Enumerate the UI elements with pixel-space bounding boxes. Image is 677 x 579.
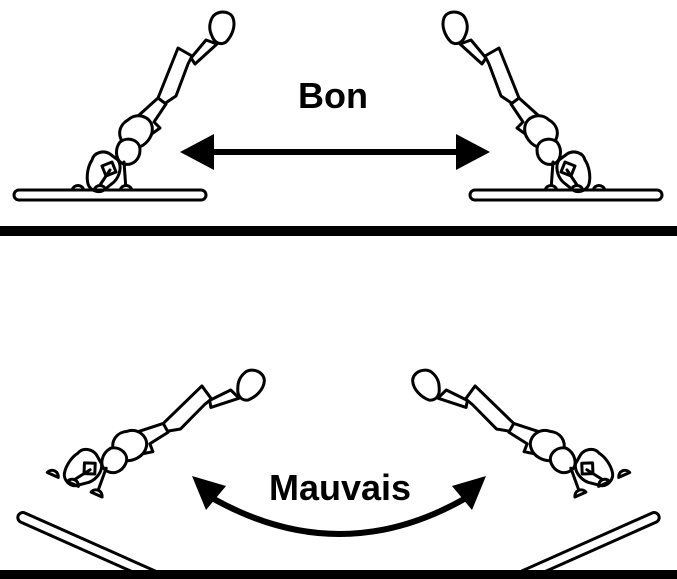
left-search-coil	[12, 188, 208, 202]
right-search-coil	[468, 188, 664, 202]
curved-double-arrow	[192, 476, 486, 537]
right-tilted-search-coil	[481, 511, 661, 579]
bad-label: Mauvais	[269, 467, 411, 508]
right-tilted-detector-arm	[407, 308, 632, 542]
left-tilted-detector-arm	[45, 308, 270, 542]
bad-technique-panel: Mauvais	[0, 308, 677, 579]
right-detector-arm	[441, 10, 607, 194]
bottom-ground-line	[0, 570, 677, 579]
top-ground-line	[0, 226, 677, 236]
good-technique-panel: Bon	[0, 10, 677, 236]
good-label: Bon	[298, 75, 368, 116]
straight-double-arrow	[180, 134, 490, 170]
left-tilted-search-coil	[16, 511, 196, 579]
